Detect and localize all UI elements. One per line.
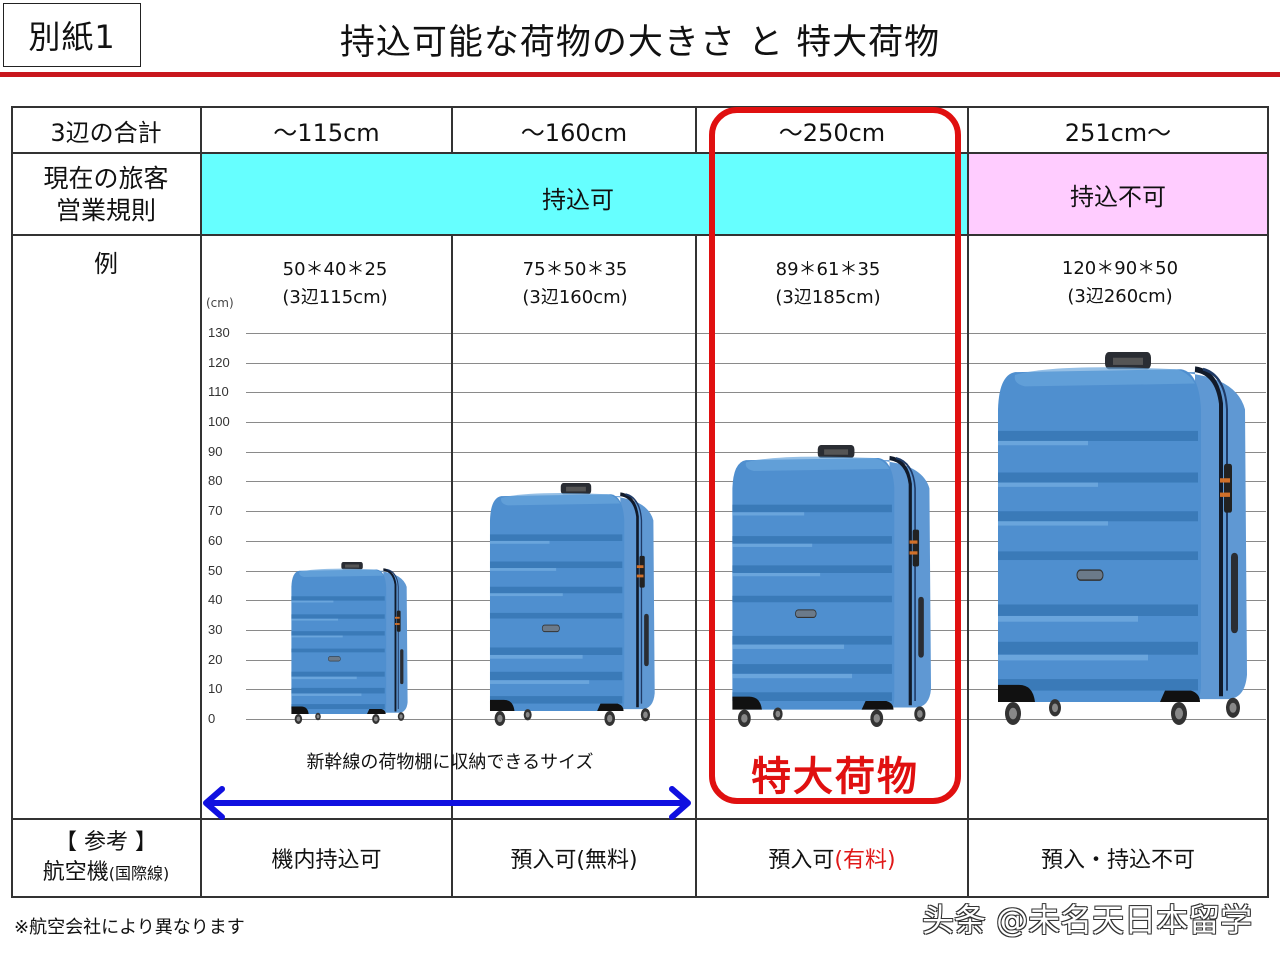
size-range-header-115: ～115cm (202, 108, 451, 153)
chart-gridline (246, 422, 1266, 423)
oversize-highlight-frame (709, 107, 961, 804)
airline-rule-115: 機内持込可 (202, 820, 451, 896)
example-sum-text: (3辺260cm) (1067, 286, 1173, 307)
row-label-text: 【 参考 】 (55, 829, 157, 855)
example-dims-115: 50＊40＊25 (3辺115cm) (240, 256, 430, 312)
row-label-example: 例 (94, 250, 118, 278)
y-axis-tick-label: 130 (208, 325, 230, 340)
table-col-divider (695, 234, 697, 898)
table-col-divider (695, 106, 697, 154)
y-axis-tick-label: 10 (208, 681, 223, 696)
size-range-text: ～115cm (273, 119, 380, 147)
y-axis-tick-label: 50 (208, 563, 223, 578)
row-label-dimensions-sum: 3辺の合計 (12, 108, 200, 153)
row-label-text: 現在の旅客 (43, 163, 169, 193)
attachment-label-text: 別紙1 (28, 18, 116, 56)
double-arrow-icon (203, 786, 691, 820)
row-label-small-text: (国際線) (108, 863, 170, 883)
size-range-header-251plus: 251cm～ (969, 108, 1267, 153)
chart-gridline (246, 363, 1266, 364)
airline-rule-250: 預入可(有料) (697, 820, 967, 896)
size-range-text: ～160cm (520, 119, 628, 147)
airline-rule-text: 預入可(無料) (510, 848, 638, 873)
suitcase-small-icon (290, 562, 409, 724)
example-sum-text: (3辺160cm) (522, 287, 628, 308)
table-border-left (11, 106, 13, 898)
row-label-reference: 【 参考 】 航空機(国際線) (12, 820, 200, 896)
chart-gridline (246, 719, 1266, 720)
table-row-divider (11, 152, 1269, 154)
watermark: 头条 @未名天日本留学 (922, 901, 1253, 939)
y-axis-tick-label: 110 (208, 384, 229, 399)
chart-gridline (246, 452, 1266, 453)
table-border-right (1267, 106, 1269, 898)
table-border-bottom (11, 896, 1269, 898)
suitcase-extra-large-icon (995, 352, 1252, 725)
example-sum-text: (3辺185cm) (775, 287, 881, 308)
example-dims-text: 120＊90＊50 (1061, 258, 1179, 279)
chart-gridline (246, 333, 1266, 334)
y-axis-tick-label: 100 (208, 414, 230, 429)
example-dims-text: 75＊50＊35 (522, 259, 628, 280)
footnote: ※航空会社により異なります (14, 917, 245, 938)
airline-rule-text: 機内持込可 (271, 848, 382, 873)
current-rules-not-allowed-text: 持込不可 (1070, 183, 1166, 211)
airline-rule-text: 預入可 (768, 848, 835, 873)
y-axis-tick-label: 20 (208, 652, 223, 667)
example-sum-text: (3辺115cm) (282, 287, 388, 308)
table-border-top (11, 106, 1269, 108)
example-dims-text: 50＊40＊25 (282, 259, 388, 280)
shinkansen-rack-label: 新幹線の荷物棚に収納できるサイズ (306, 752, 594, 773)
current-rules-not-allowed-cell: 持込不可 (969, 154, 1267, 235)
row-label-text: 3辺の合計 (50, 119, 162, 147)
row-label-text: 航空機 (42, 859, 109, 885)
row-label-current-rules: 現在の旅客 営業規則 (12, 154, 200, 235)
y-axis-tick-label: 80 (208, 473, 223, 488)
y-axis-tick-label: 90 (208, 444, 223, 459)
suitcase-medium-icon (488, 483, 657, 726)
y-axis-tick-label: 30 (208, 622, 223, 637)
table-col-divider (451, 234, 453, 898)
header-divider (0, 72, 1280, 77)
table-col-divider (451, 106, 453, 154)
current-rules-allowed-text: 持込可 (542, 186, 614, 214)
size-range-text: 251cm～ (1064, 119, 1172, 147)
y-axis-tick-label: 0 (208, 711, 216, 726)
current-rules-allowed-cell: 持込可 (202, 154, 968, 235)
y-axis-tick-label: 60 (208, 533, 223, 548)
attachment-label: 別紙1 (3, 3, 141, 67)
chart-gridline (246, 392, 1266, 393)
table-row-divider (11, 234, 1269, 236)
row-label-text: 営業規則 (55, 195, 156, 225)
airline-rule-251plus: 預入・持込不可 (969, 820, 1267, 896)
table-col-divider (967, 106, 969, 898)
table-row-divider (11, 818, 1269, 820)
size-range-header-250: ～250cm (697, 108, 967, 153)
example-dims-251plus: 120＊90＊50 (3辺260cm) (1015, 255, 1225, 311)
airline-rule-text: 預入・持込不可 (1040, 848, 1195, 873)
example-dims-text: 89＊61＊35 (775, 259, 881, 280)
page-title: 持込可能な荷物の大きさ と 特大荷物 (339, 23, 941, 63)
y-axis-tick-label: 70 (208, 503, 223, 518)
chart-unit-label: (cm) (206, 296, 234, 310)
oversize-baggage-label: 特大荷物 (751, 754, 919, 800)
airline-rule-160: 預入可(無料) (453, 820, 695, 896)
airline-rule-fee-note: (有料) (834, 848, 896, 873)
table-col-divider (200, 106, 202, 898)
y-axis-tick-label: 120 (208, 355, 230, 370)
example-dims-160: 75＊50＊35 (3辺160cm) (480, 256, 670, 312)
size-range-header-160: ～160cm (453, 108, 695, 153)
y-axis-tick-label: 40 (208, 592, 223, 607)
example-dims-250: 89＊61＊35 (3辺185cm) (733, 256, 923, 312)
size-range-text: ～250cm (778, 119, 886, 147)
